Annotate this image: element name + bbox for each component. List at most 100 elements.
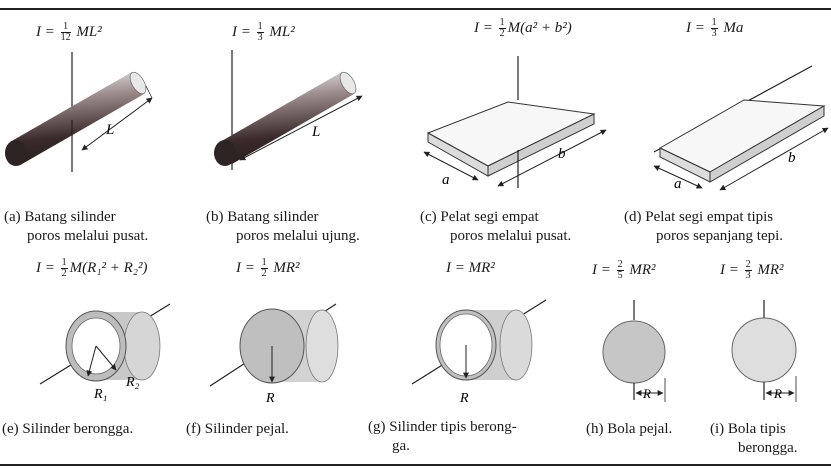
figure-e-hollow-cylinder: R₁ R₂ <box>39 303 171 402</box>
caption-i-line1: Bola tipis <box>727 421 786 437</box>
cylinder-back-f <box>305 309 339 383</box>
formula-b-num: 1 <box>256 21 264 33</box>
dimension-arrow-d-b <box>719 127 829 191</box>
formula-a-den: 12 <box>60 32 71 43</box>
formula-f-num: 1 <box>260 257 268 269</box>
dimension-arrow-d-a <box>653 165 703 189</box>
caption-a-letter: (a) <box>4 209 21 225</box>
caption-d-line2: poros sepanjang tepi. <box>656 228 784 244</box>
top-rule <box>0 8 831 10</box>
caption-c: (c) Pelat segi empat poros melalui pusat… <box>420 208 571 246</box>
radius-arrow-e2 <box>95 345 117 371</box>
dimension-tick-a <box>145 85 153 99</box>
sphere-i <box>731 317 797 383</box>
caption-f-line1: Silinder pejal. <box>204 421 289 437</box>
formula-d-num: 1 <box>710 17 718 29</box>
formula-h-rest: MR² <box>629 261 656 278</box>
radius-label-e2: R₂ <box>125 375 140 390</box>
figure-f-solid-cylinder: R <box>209 303 339 406</box>
radius-label-f: R <box>265 391 275 406</box>
caption-a: (a) Batang silinder poros melalui pusat. <box>4 208 148 246</box>
dimension-label-c-a: a <box>442 172 450 188</box>
formula-d-lhs: I <box>686 19 691 36</box>
dimension-arrow-a <box>81 97 153 151</box>
radius-label-g: R <box>459 391 469 406</box>
caption-c-line2: poros melalui pusat. <box>450 228 572 244</box>
figure-b-rod-end: L <box>214 50 363 170</box>
caption-g: (g) Silinder tipis berong- ga. <box>368 418 517 456</box>
dimension-arrow-c-a <box>423 151 479 181</box>
radius-label-h: R <box>642 386 651 401</box>
formula-e-lhs: I <box>36 259 41 276</box>
caption-b-letter: (b) <box>206 209 224 225</box>
radius-label-i: R <box>773 386 782 401</box>
radius-label-e1: R₁ <box>93 387 107 402</box>
dimension-label-a: L <box>105 122 114 138</box>
caption-i-line2: berongga. <box>738 440 798 456</box>
figure-i-hollow-sphere: R <box>731 300 797 402</box>
caption-a-line2: poros melalui pusat. <box>27 228 149 244</box>
formula-i-den: 3 <box>745 270 751 281</box>
caption-h-letter: (h) <box>586 421 604 437</box>
caption-e-letter: (e) <box>2 421 19 437</box>
figure-h-solid-sphere: R <box>602 300 666 402</box>
formula-b-den: 3 <box>257 32 263 43</box>
figure-c-plate-center: a b <box>423 56 607 188</box>
formula-g: I = MR² <box>446 260 495 276</box>
caption-c-letter: (c) <box>420 209 437 225</box>
bottom-rule <box>0 464 831 466</box>
sphere-h <box>602 320 666 384</box>
dimension-label-d-b: b <box>788 150 796 166</box>
caption-f-letter: (f) <box>186 421 201 437</box>
formula-g-lhs: I <box>446 260 451 276</box>
rod-body-a <box>10 72 144 164</box>
dimension-arrow-c-b <box>497 129 607 187</box>
caption-b-line2: poros melalui ujung. <box>236 228 360 244</box>
rod-end-b <box>339 71 357 95</box>
formula-c-rest: M(a² + b²) <box>507 19 572 36</box>
rod-body-b <box>220 72 354 164</box>
caption-d-letter: (d) <box>624 209 642 225</box>
caption-a-line1: Batang silinder <box>24 209 116 225</box>
caption-d-line1: Pelat segi empat tipis <box>645 209 774 225</box>
caption-e: (e) Silinder berongga. <box>2 420 133 439</box>
caption-h-line1: Bola pejal. <box>607 421 673 437</box>
formula-b-lhs: I <box>232 23 237 40</box>
formula-h-den: 5 <box>617 270 623 281</box>
radius-arrow-e1 <box>86 345 97 377</box>
caption-g-line2: ga. <box>392 438 410 454</box>
caption-g-letter: (g) <box>368 419 386 435</box>
formula-c-lhs: I <box>474 19 479 36</box>
formula-g-rest: MR² <box>468 260 495 276</box>
formula-a-rest: ML² <box>76 23 102 40</box>
formula-e-rest: M(R₁² + R₂²) <box>69 259 148 276</box>
dimension-label-d-a: a <box>674 176 682 192</box>
caption-b-line1: Batang silinder <box>227 209 319 225</box>
cylinder-back-e <box>123 311 161 381</box>
formula-h-lhs: I <box>592 261 597 278</box>
formula-a-lhs: I <box>36 23 41 40</box>
rod-end-a <box>129 71 147 95</box>
caption-b: (b) Batang silinder poros melalui ujung. <box>206 208 360 246</box>
figure-a-rod-center: L <box>5 52 153 172</box>
caption-e-line1: Silinder berongga. <box>22 421 134 437</box>
formula-d-den: 3 <box>711 28 717 39</box>
formula-c-num: 1 <box>498 17 506 29</box>
formula-h-num: 2 <box>616 259 624 271</box>
dimension-label-c-b: b <box>558 146 566 162</box>
caption-f: (f) Silinder pejal. <box>186 420 289 439</box>
